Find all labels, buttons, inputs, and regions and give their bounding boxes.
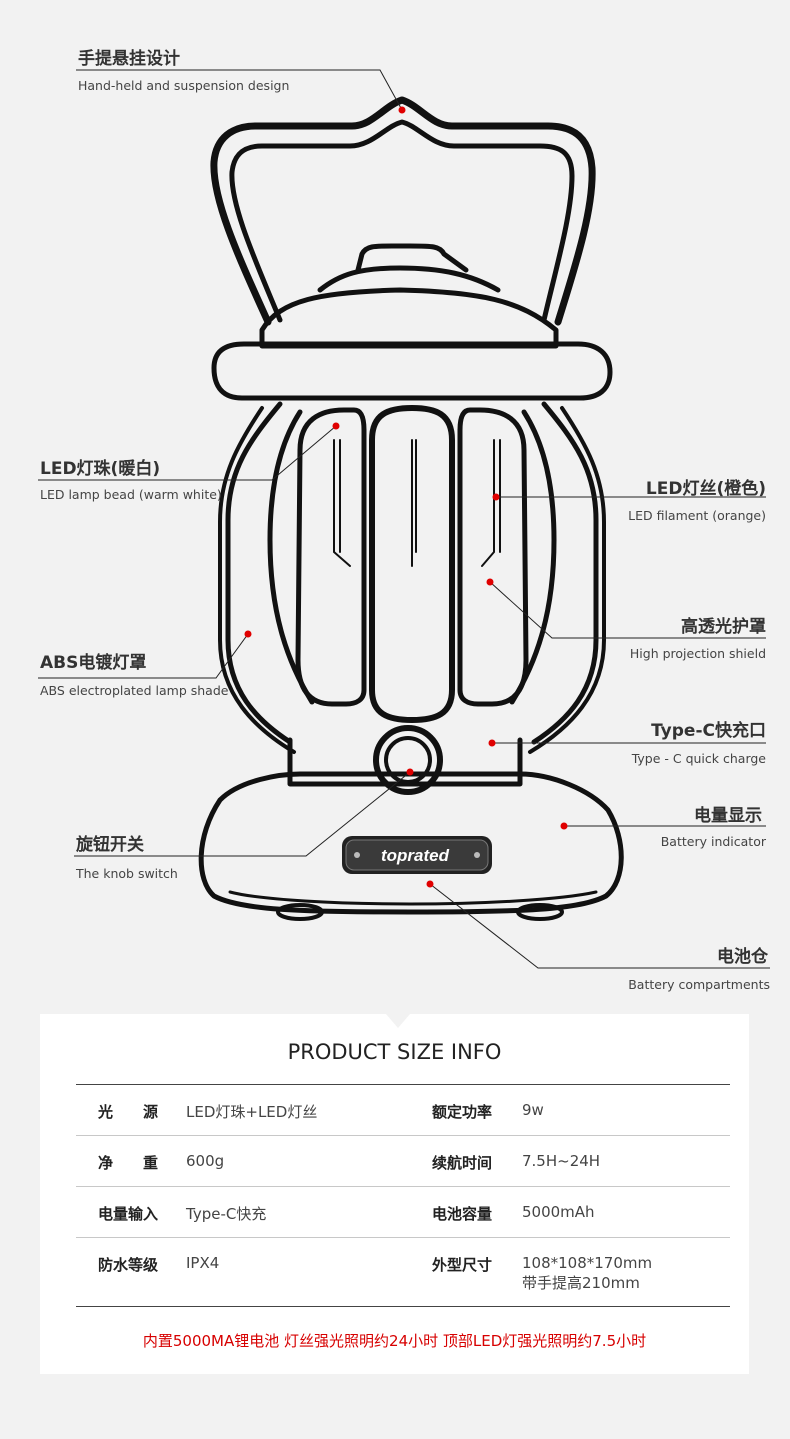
- battery-ind-label-zh: 电量显示: [694, 806, 762, 826]
- spec-value: IPX4: [186, 1254, 220, 1272]
- table-row: 净 重 600g 续航时间 7.5H~24H: [76, 1135, 730, 1187]
- lantern-dome: [259, 287, 559, 349]
- filament-right: [481, 439, 501, 567]
- battery-comp-label-zh: 电池仓: [717, 947, 768, 967]
- abs-label-zh: ABS电镀灯罩: [40, 653, 147, 673]
- spec-value: 5000mAh: [522, 1186, 730, 1238]
- battery-footnote: 内置5000MA锂电池 灯丝强光照明约24小时 顶部LED灯强光照明约7.5小时: [142, 1332, 647, 1350]
- spec-key: 净 重: [76, 1135, 186, 1187]
- led-bead-label-zh: LED灯珠(暖白): [40, 459, 161, 479]
- leader-knob: [74, 771, 411, 857]
- size-info-card: PRODUCT SIZE INFO 光 源 LED灯珠+LED灯丝 额定功率 9…: [40, 1014, 749, 1374]
- filament-left: [333, 439, 351, 567]
- spec-value: 600g: [186, 1135, 432, 1187]
- knob-label-zh: 旋钮开关: [76, 835, 144, 855]
- battery-comp-label-en: Battery compartments: [628, 977, 770, 992]
- spec-value: LED灯珠+LED灯丝: [186, 1084, 432, 1136]
- filament-center: [411, 439, 417, 567]
- spec-key: 电池容量: [432, 1186, 522, 1238]
- handle-label-zh: 手提悬挂设计: [78, 49, 180, 69]
- table-row: 光 源 LED灯珠+LED灯丝 额定功率 9w: [76, 1084, 730, 1136]
- table-row: 电量输入 Type-C快充 电池容量 5000mAh: [76, 1186, 730, 1238]
- lantern-base: [198, 771, 624, 915]
- marker-dots: [244, 106, 568, 888]
- typec-label-zh: Type-C快充口: [651, 721, 766, 741]
- spec-value: 108*108*170mm: [522, 1254, 653, 1272]
- shield-right: [457, 407, 529, 707]
- leader-led-bead: [38, 425, 337, 481]
- abs-lamp-shade: [225, 401, 293, 745]
- spec-key: 外型尺寸: [432, 1256, 493, 1274]
- top-cap: [355, 243, 469, 273]
- spec-table: 光 源 LED灯珠+LED灯丝 额定功率 9w 净 重 600g 续航时间 7.…: [76, 1084, 730, 1307]
- typec-label-en: Type - C quick charge: [631, 751, 766, 766]
- spec-key: 防水等级: [98, 1256, 159, 1274]
- lantern-diagram: toprated: [38, 69, 770, 969]
- battery-ind-label-en: Battery indicator: [660, 834, 766, 849]
- spec-value-cell: 108*108*170mm 带手提高210mm: [522, 1238, 730, 1307]
- spec-value: 7.5H~24H: [522, 1135, 730, 1187]
- knob-label-en: The knob switch: [76, 866, 178, 881]
- lantern-brim: [211, 341, 613, 401]
- shield-label-zh: 高透光护罩: [681, 617, 766, 637]
- handle-label-en: Hand-held and suspension design: [78, 78, 290, 93]
- card-notch: [386, 1014, 410, 1028]
- brand-text: toprated: [381, 846, 450, 865]
- leader-handle: [76, 69, 403, 111]
- spec-value: 9w: [522, 1084, 730, 1136]
- leader-shield: [489, 581, 766, 639]
- shield-center: [369, 405, 455, 723]
- abs-label-en: ABS electroplated lamp shade: [40, 683, 229, 698]
- shield-left: [295, 407, 367, 707]
- knob-switch: [373, 725, 443, 795]
- spec-key: 额定功率: [432, 1084, 522, 1136]
- spec-key: 续航时间: [432, 1135, 522, 1187]
- table-row: 防水等级 IPX4 外型尺寸 108*108*170mm 带手提高210mm: [76, 1238, 730, 1307]
- size-info-title: PRODUCT SIZE INFO: [287, 1040, 502, 1064]
- spec-value: Type-C快充: [186, 1186, 432, 1238]
- led-bead-label-en: LED lamp bead (warm white): [40, 487, 222, 502]
- filament-label-zh: LED灯丝(橙色): [645, 479, 766, 499]
- spec-value-secondary: 带手提高210mm: [522, 1274, 640, 1292]
- leader-abs: [38, 633, 249, 679]
- lantern-handle: [210, 96, 596, 326]
- spec-key: 光 源: [76, 1084, 186, 1136]
- filament-label-en: LED filament (orange): [628, 508, 766, 523]
- leader-battery-comp: [429, 883, 770, 969]
- shield-label-en: High projection shield: [629, 646, 766, 661]
- spec-key: 电量输入: [76, 1186, 186, 1238]
